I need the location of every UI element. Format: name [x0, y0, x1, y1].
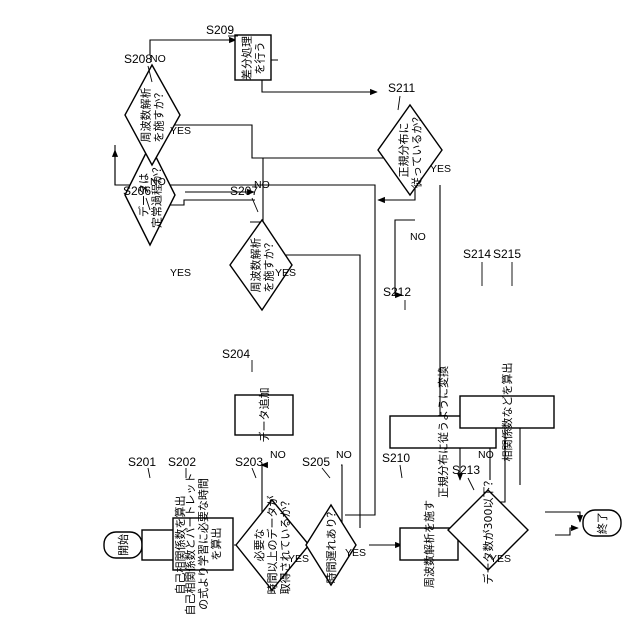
s202-caption-line: の式より学習に必要な時間	[196, 478, 210, 610]
s211-caption-line: 従っているか？	[411, 112, 424, 188]
s214-caption-line: 相関係数などを算出	[500, 363, 514, 462]
s205-caption-line: 時間遅れあり？	[325, 507, 338, 584]
s213-caption-line: データ数が300以下？	[481, 476, 495, 585]
node-text-layer: 開始自己相関係数を算出自己相関係数とパートレットの式より学習に必要な時間を算出必…	[116, 36, 609, 616]
edge-s208-yes	[165, 125, 360, 158]
s202-caption: 自己相関係数とパートレットの式より学習に必要な時間を算出	[184, 473, 223, 616]
s211-yes-label: YES	[430, 163, 451, 175]
s213-no-label: NO	[478, 449, 494, 461]
s202-caption-line: 自己相関係数とパートレット	[184, 473, 197, 616]
s210-caption: 周波数解析を施す	[422, 500, 436, 588]
s213-caption: データ数が300以下？	[481, 476, 495, 585]
s205-caption: 時間遅れあり？	[325, 507, 338, 584]
s206-caption-line: データは	[137, 173, 151, 217]
edge-s207-yes	[285, 255, 360, 528]
s214-caption: 相関係数などを算出	[500, 363, 514, 462]
s206-caption-line: 定常過程か？	[150, 162, 164, 228]
step-id-s210: S210	[382, 451, 410, 465]
s204-caption: データ追加	[257, 388, 271, 443]
s208-yes-label: YES	[170, 125, 191, 137]
step-id-s215: S215	[493, 247, 521, 261]
s209-caption: 差分処理を行う	[240, 36, 267, 80]
step-id-s202: S202	[168, 455, 196, 469]
s212-caption: 正規分布に従うように変換	[436, 366, 450, 498]
s208-caption: 周波数解析を施すか？	[139, 88, 166, 143]
s207-caption-line: 周波数解析	[249, 238, 263, 293]
end-caption: 終了	[595, 512, 609, 534]
s203-caption-line: 必要な	[253, 529, 266, 562]
step-id-s204: S204	[222, 347, 250, 361]
s203-caption-line: 時間以上のデータが	[265, 496, 279, 595]
step-id-s209: S209	[206, 23, 234, 37]
edge-s215-end	[545, 512, 580, 522]
step-id-s205: S205	[302, 455, 330, 469]
step-id-s208: S208	[124, 52, 152, 66]
connectors	[115, 40, 580, 545]
step-id-s214: S214	[463, 247, 491, 261]
s207-caption-line: を施すか？	[263, 238, 276, 293]
edge-s203-s204-no	[261, 465, 262, 515]
s206-yes-label: YES	[170, 267, 191, 279]
step-id-s213: S213	[452, 463, 480, 477]
edge-s209-s211	[262, 60, 377, 92]
s202-caption-line: を算出	[209, 528, 223, 561]
step-id-s201: S201	[128, 455, 156, 469]
annotation-layer: S201 S202 S203 S204 S205 S206 S207 S208 …	[123, 23, 521, 565]
step-id-s211: S211	[388, 81, 415, 95]
s209-caption-line: を行う	[254, 42, 267, 75]
s211-caption: 正規分布に従っているか？	[397, 112, 424, 188]
s208-caption-line: 周波数解析	[139, 88, 153, 143]
s207-no-label: NO	[254, 179, 270, 191]
start-caption-line: 開始	[116, 534, 130, 556]
edge-s213-end	[555, 528, 578, 535]
s203-caption: 必要な時間以上のデータが取得されているか？	[253, 496, 292, 595]
s207-yes-label: YES	[275, 267, 296, 279]
s210-caption-line: 周波数解析を施す	[422, 500, 436, 588]
s204-caption-line: データ追加	[257, 388, 271, 443]
s207-caption: 周波数解析を施すか？	[249, 238, 276, 293]
s205-yes-label: YES	[345, 547, 366, 559]
s212-caption-line: 正規分布に従うように変換	[436, 366, 450, 498]
s208-no-label: NO	[150, 53, 166, 65]
s203-caption-line: 取得されているか？	[279, 496, 292, 595]
s211-no-label: NO	[410, 231, 426, 243]
s205-no-label: NO	[336, 449, 352, 461]
step-id-s203: S203	[235, 455, 263, 469]
s211-caption-line: 正規分布に	[397, 123, 411, 178]
s209-caption-line: 差分処理	[240, 36, 254, 80]
s203-no-label: NO	[270, 449, 286, 461]
s208-caption-line: を施すか？	[153, 88, 166, 143]
start-caption: 開始	[116, 534, 130, 556]
step-id-s212: S212	[383, 285, 411, 299]
end-caption-line: 終了	[595, 512, 609, 534]
